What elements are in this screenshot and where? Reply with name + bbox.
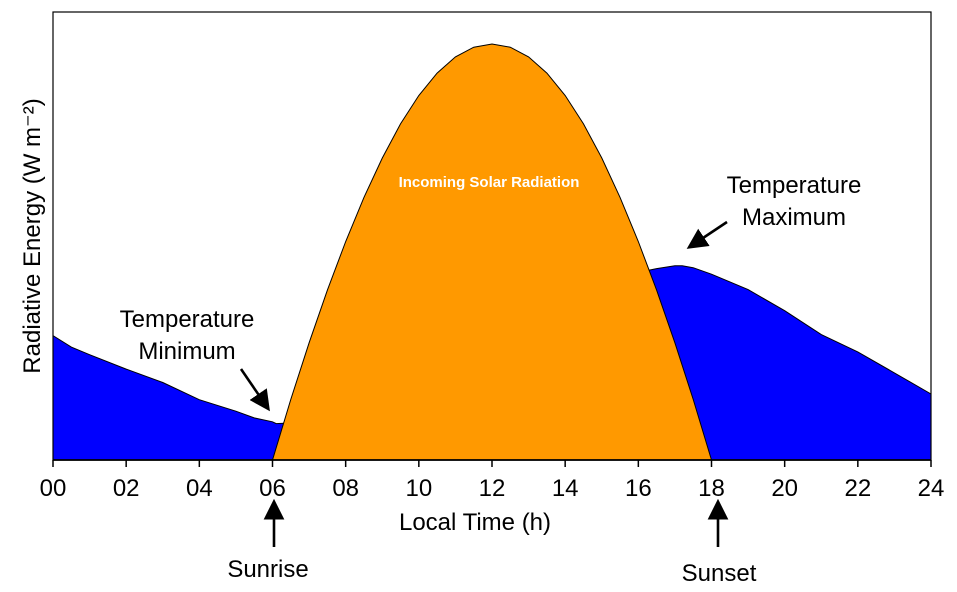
x-tick-label: 18 (698, 475, 725, 502)
x-tick-label: 12 (479, 475, 506, 502)
temperature-maximum-label-line1: Temperature (727, 172, 862, 199)
x-tick-label: 14 (552, 475, 579, 502)
incoming-solar-radiation-label: Incoming Solar Radiation (399, 174, 580, 191)
x-tick-label: 16 (625, 475, 652, 502)
temperature-minimum-arrow (239, 368, 270, 412)
x-tick-label: 22 (844, 475, 871, 502)
x-tick-label: 06 (259, 475, 286, 502)
temperature-minimum-label-line2: Minimum (138, 338, 235, 365)
x-tick-label: 04 (186, 475, 213, 502)
x-tick-label: 02 (113, 475, 140, 502)
x-tick-label: 24 (918, 475, 945, 502)
x-tick-label: 20 (771, 475, 798, 502)
x-tick-label: 00 (40, 475, 67, 502)
temperature-minimum-label-line1: Temperature (120, 306, 255, 333)
x-tick-label: 08 (332, 475, 359, 502)
sunset-label: Sunset (682, 560, 757, 587)
x-axis-label: Local Time (h) (399, 509, 551, 536)
temperature-maximum-arrow (686, 220, 728, 249)
sunrise-label: Sunrise (227, 556, 308, 583)
y-axis-label: Radiative Energy (W m⁻²) (19, 98, 46, 373)
x-tick-label: 10 (405, 475, 432, 502)
incoming-solar-radiation-area (271, 43, 713, 461)
temperature-maximum-label-line2: Maximum (742, 204, 846, 231)
x-axis-ticks: 00 02 04 06 08 10 12 14 16 18 20 22 24 (40, 460, 945, 502)
